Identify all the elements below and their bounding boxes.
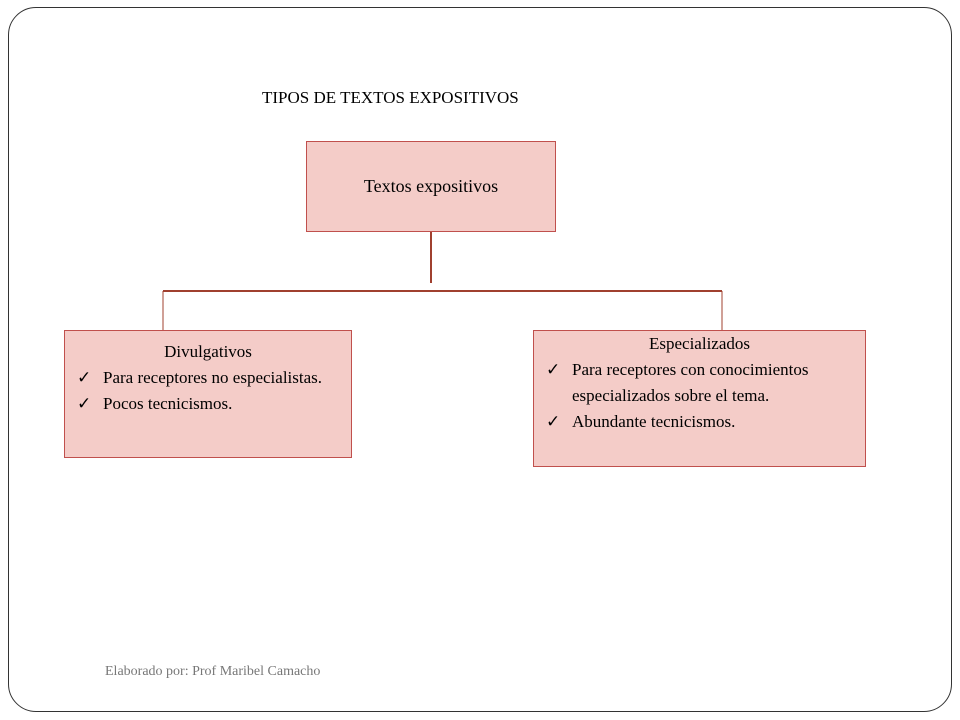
check-icon: ✓ xyxy=(77,368,92,388)
check-icon: ✓ xyxy=(546,360,561,380)
check-icon: ✓ xyxy=(77,394,92,414)
slide-title: TIPOS DE TEXTOS EXPOSITIVOS xyxy=(262,88,519,107)
check-icon: ✓ xyxy=(546,412,561,432)
bullet-item: ✓ Para receptores no especialistas. xyxy=(75,365,341,391)
bullet-text: Para receptores no especialistas. xyxy=(103,368,323,387)
child-node-especializados: Especializados ✓ Para receptores con con… xyxy=(533,330,866,467)
bullet-item: ✓ Abundante tecnicismos. xyxy=(544,409,855,435)
bullet-list: ✓ Para receptores no especialistas. ✓ Po… xyxy=(75,365,341,417)
bullet-list: ✓ Para receptores con conocimientos espe… xyxy=(544,357,855,435)
footer-credit: Elaborado por: Prof Maribel Camacho xyxy=(105,664,321,679)
root-node: Textos expositivos xyxy=(306,141,556,232)
bullet-item: ✓ Para receptores con conocimientos espe… xyxy=(544,357,855,409)
root-node-label: Textos expositivos xyxy=(363,176,499,196)
bullet-text: Abundante tecnicismos. xyxy=(572,412,736,431)
child-node-divulgativos: Divulgativos ✓ Para receptores no especi… xyxy=(64,330,352,458)
bullet-text: Para receptores con conocimientos especi… xyxy=(572,360,809,405)
child-node-heading: Especializados xyxy=(648,334,750,353)
bullet-item: ✓ Pocos tecnicismos. xyxy=(75,391,341,417)
bullet-text: Pocos tecnicismos. xyxy=(103,394,233,413)
child-node-heading: Divulgativos xyxy=(164,342,252,361)
